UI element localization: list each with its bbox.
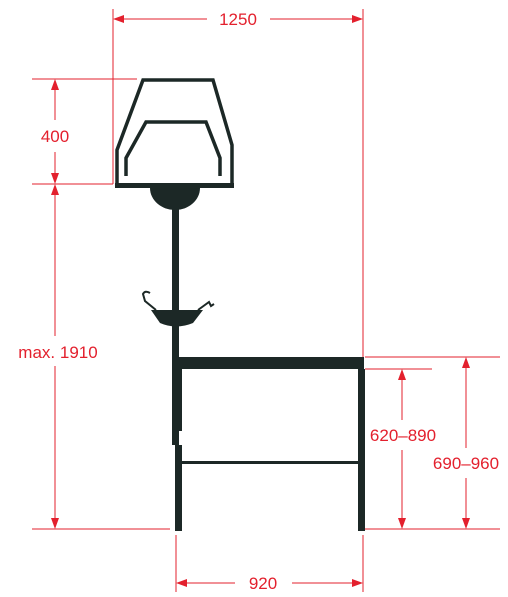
label-height-range-a: 620–890 [370, 426, 436, 445]
table-leg-left [175, 445, 182, 531]
label-max-height: max. 1910 [18, 343, 97, 362]
bowl-tray [151, 310, 203, 327]
bowl-hook-left [141, 290, 157, 311]
dimension-lines [32, 9, 500, 592]
table-top [176, 357, 364, 369]
lamp-shade-inner [124, 120, 222, 176]
dimension-labels: 1250 400 max. 1910 620–890 690–960 920 [18, 10, 499, 593]
table-inner-leg [179, 369, 182, 431]
lamp-base-plate [115, 183, 234, 188]
lamp-dome [150, 188, 200, 210]
label-height-range-b: 690–960 [433, 454, 499, 473]
label-table-width: 920 [249, 574, 277, 593]
workstation-structure [115, 78, 365, 531]
bowl-hook-right [197, 300, 215, 311]
table-crossbar [182, 461, 358, 464]
table-leg-right [358, 369, 365, 531]
label-total-width: 1250 [219, 10, 257, 29]
lamp-shade-outer [115, 78, 234, 184]
label-shade-height: 400 [41, 127, 69, 146]
